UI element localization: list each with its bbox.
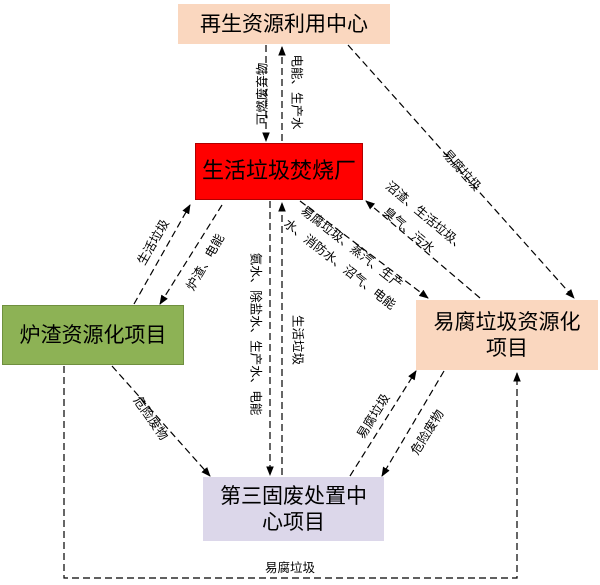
label-slag-to-food: 易腐垃圾 xyxy=(265,560,316,575)
node-recycle-center-label: 再生资源利用中心 xyxy=(200,11,368,36)
label-slag-to-solid: 危险废物 xyxy=(131,393,172,443)
arrow-recycle-to-food xyxy=(347,44,575,299)
arrow-food-to-incineration xyxy=(365,200,481,299)
node-food-waste-project-label: 易腐垃圾资源化项目 xyxy=(433,309,581,360)
label-incineration-to-recycle: 电能、生产水 xyxy=(290,54,305,130)
label-recycle-to-food: 易腐垃圾 xyxy=(440,146,485,194)
arrow-food-to-solid xyxy=(381,370,445,477)
node-recycle-center: 再生资源利用中心 xyxy=(178,4,390,44)
arrow-incineration-to-food xyxy=(299,200,429,299)
node-solid-waste-center: 第三固废处置中心项目 xyxy=(203,477,384,541)
arrow-solid-to-food xyxy=(349,370,417,477)
label-food-to-solid: 危险废物 xyxy=(407,407,446,457)
node-food-waste-project: 易腐垃圾资源化项目 xyxy=(416,300,598,370)
arrow-slag-to-solid xyxy=(111,365,211,477)
label-recycle-to-incineration: 可燃废弃物 xyxy=(255,63,270,126)
node-slag-project: 炉渣资源化项目 xyxy=(2,305,184,365)
label-incineration-to-solid: 氨水、除盐水、生产水、电能 xyxy=(249,253,264,416)
arrow-incineration-to-slag xyxy=(159,204,223,305)
label-solid-to-incineration: 生活垃圾 xyxy=(291,315,306,366)
node-incineration-plant-label: 生活垃圾焚烧厂 xyxy=(201,158,356,184)
node-solid-waste-center-label: 第三固废处置中心项目 xyxy=(220,483,367,534)
arrow-slag-to-incineration xyxy=(133,204,191,305)
label-incineration-to-slag: 炉渣、电能 xyxy=(183,231,227,293)
label-slag-to-incineration: 生活垃圾 xyxy=(134,216,172,267)
arrow-slag-to-food xyxy=(63,366,521,579)
node-incineration-plant: 生活垃圾焚烧厂 xyxy=(195,143,363,200)
node-slag-project-label: 炉渣资源化项目 xyxy=(19,322,167,347)
label-solid-to-food: 易腐垃圾 xyxy=(353,390,392,441)
